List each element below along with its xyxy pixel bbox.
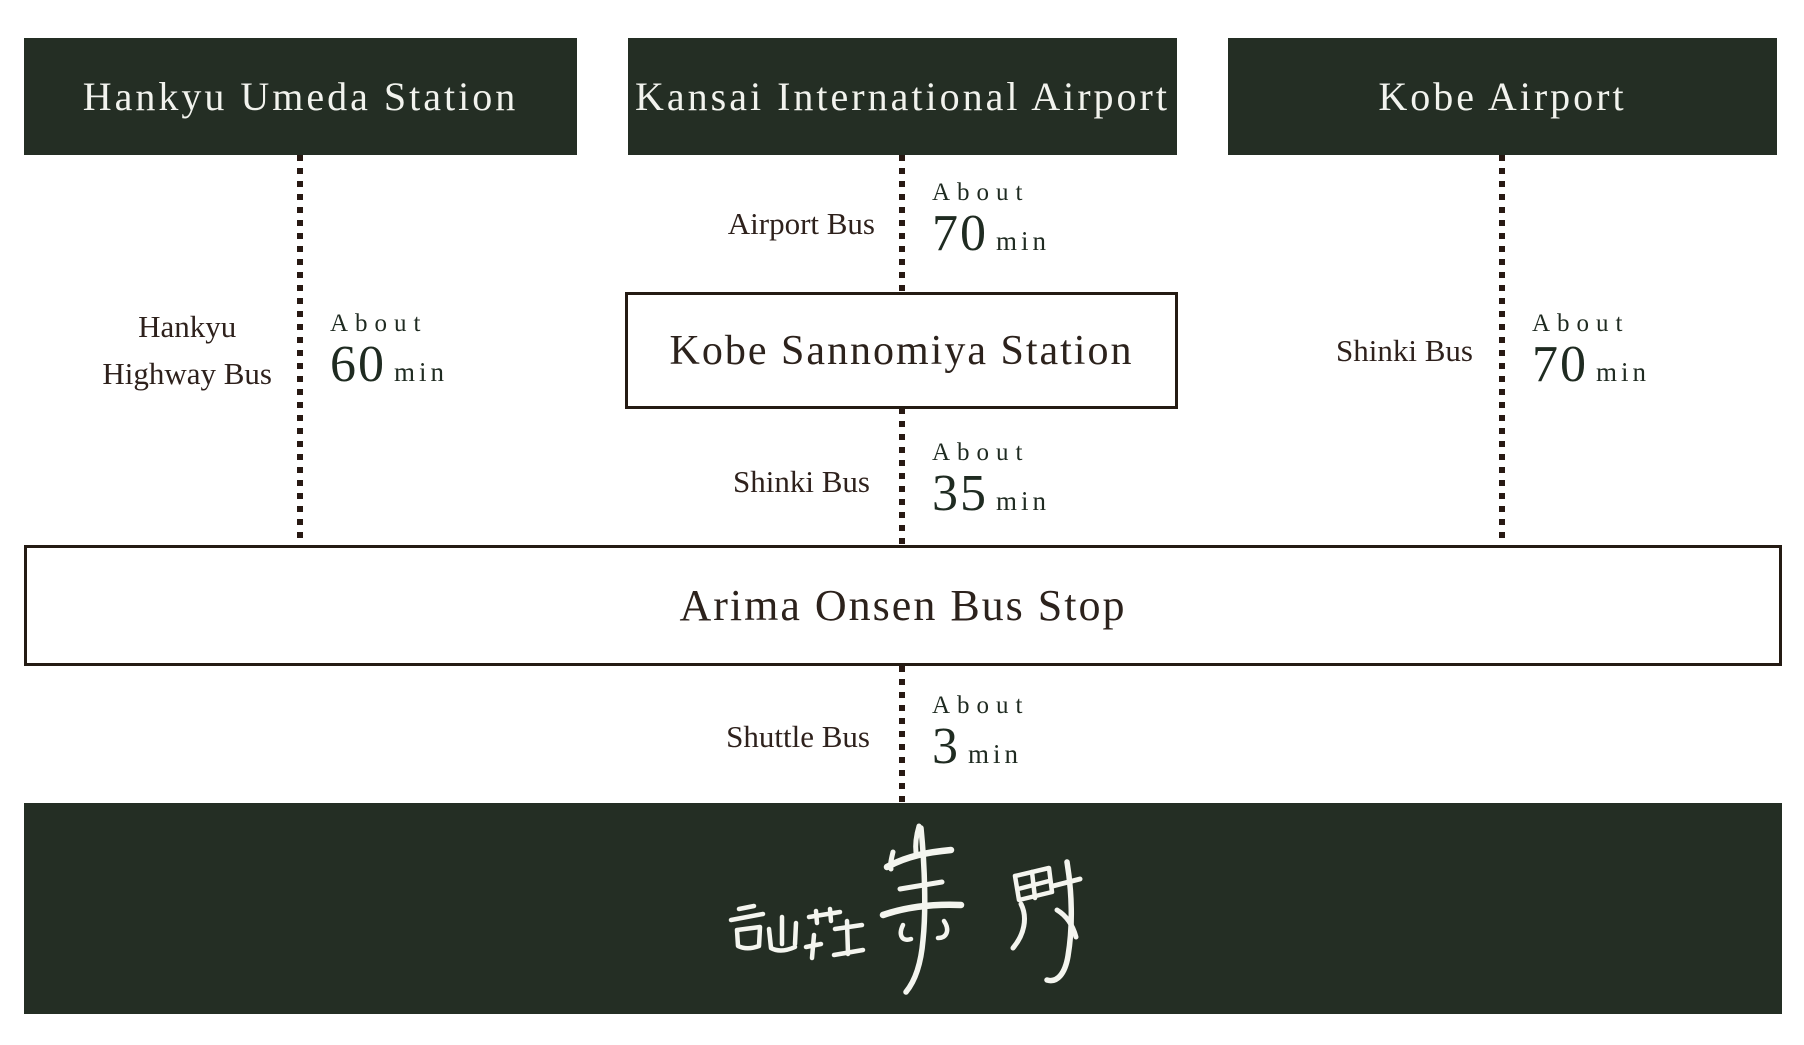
bus-label-line2: Highway Bus bbox=[102, 356, 272, 391]
duration-about-word: About bbox=[932, 692, 1030, 719]
station-box-arima-onsen-bus-stop: Arima Onsen Bus Stop bbox=[24, 545, 1782, 666]
hotel-panel bbox=[24, 803, 1782, 1014]
station-label-arima-onsen-bus-stop: Arima Onsen Bus Stop bbox=[679, 581, 1127, 630]
station-box-kobe-airport: Kobe Airport bbox=[1228, 38, 1777, 155]
duration-unit: min bbox=[996, 486, 1051, 516]
logo-char-hana bbox=[879, 823, 965, 995]
station-box-hankyu-umeda: Hankyu Umeda Station bbox=[24, 38, 577, 155]
station-label-hankyu-umeda: Hankyu Umeda Station bbox=[82, 74, 519, 119]
duration-minutes: 35 bbox=[932, 465, 988, 522]
duration-about-word: About bbox=[330, 310, 428, 337]
duration-time-row: 3 min bbox=[932, 718, 1030, 775]
station-label-kobe-airport: Kobe Airport bbox=[1378, 74, 1627, 119]
duration-kobe-airport-to-arima: About 70 min bbox=[1532, 310, 1651, 393]
bus-label-hankyu-highway-bus: Hankyu Highway Bus bbox=[102, 303, 272, 397]
station-box-kansai-airport: Kansai International Airport bbox=[628, 38, 1177, 155]
bus-label-shuttle-bus: Shuttle Bus bbox=[726, 719, 870, 754]
route-line-umeda-to-arima bbox=[297, 155, 303, 545]
duration-time-row: 60 min bbox=[330, 336, 449, 393]
route-line-arima-to-hotel bbox=[899, 666, 905, 803]
route-line-kobe-airport-to-arima bbox=[1499, 155, 1505, 545]
hotel-logo-calligraphy bbox=[728, 823, 1083, 995]
logo-char-so bbox=[803, 906, 866, 960]
duration-minutes: 70 bbox=[1532, 336, 1588, 393]
duration-unit: min bbox=[996, 226, 1051, 256]
route-line-sannomiya-to-arima bbox=[899, 408, 905, 545]
station-box-kobe-sannomiya: Kobe Sannomiya Station bbox=[625, 292, 1178, 409]
duration-about-word: About bbox=[932, 179, 1030, 206]
duration-sannomiya-to-arima: About 35 min bbox=[932, 439, 1051, 522]
bus-label-airport-bus: Airport Bus bbox=[727, 206, 875, 241]
duration-kansai-to-sannomiya: About 70 min bbox=[932, 179, 1051, 262]
duration-umeda-to-arima: About 60 min bbox=[330, 310, 449, 393]
duration-minutes: 3 bbox=[932, 718, 960, 775]
route-line-kansai-to-sannomiya bbox=[899, 155, 905, 292]
logo-char-no bbox=[1010, 858, 1083, 983]
duration-arima-to-hotel: About 3 min bbox=[932, 692, 1030, 775]
duration-unit: min bbox=[968, 739, 1023, 769]
duration-unit: min bbox=[394, 357, 449, 387]
station-label-kansai-airport: Kansai International Airport bbox=[635, 74, 1170, 119]
duration-about-word: About bbox=[932, 439, 1030, 466]
duration-minutes: 60 bbox=[330, 336, 386, 393]
duration-time-row: 70 min bbox=[932, 205, 1051, 262]
duration-time-row: 35 min bbox=[932, 465, 1051, 522]
duration-about-word: About bbox=[1532, 310, 1630, 337]
duration-unit: min bbox=[1596, 357, 1651, 387]
bus-label-line1: Hankyu bbox=[138, 309, 237, 344]
logo-char-taka bbox=[728, 903, 766, 950]
duration-time-row: 70 min bbox=[1532, 336, 1651, 393]
logo-char-yama bbox=[766, 914, 799, 953]
station-label-kobe-sannomiya: Kobe Sannomiya Station bbox=[669, 327, 1134, 374]
duration-minutes: 70 bbox=[932, 205, 988, 262]
bus-label-shinki-bus-middle: Shinki Bus bbox=[733, 464, 870, 499]
bus-label-shinki-bus-right: Shinki Bus bbox=[1336, 333, 1473, 368]
